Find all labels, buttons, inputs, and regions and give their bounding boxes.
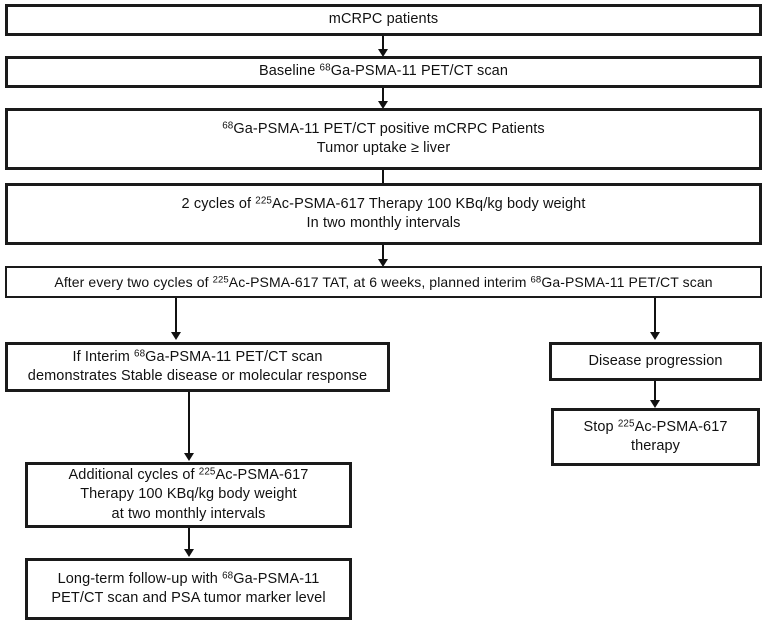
followup-prefix: Long-term follow-up with bbox=[57, 570, 223, 587]
arrowhead-icon bbox=[378, 259, 388, 267]
baseline-suffix: Ga-PSMA-11 PET/CT scan bbox=[330, 63, 509, 80]
node-petct-positive-label: 68Ga-PSMA-11 PET/CT positive mCRPC Patie… bbox=[216, 120, 551, 158]
edge-line bbox=[188, 528, 190, 549]
arrowhead-icon bbox=[184, 453, 194, 461]
petct-positive-line2: Tumor uptake ≥ liver bbox=[316, 140, 451, 156]
node-stop-therapy: Stop 225Ac-PSMA-617 therapy bbox=[551, 408, 760, 466]
followup-line2: PET/CT scan and PSA tumor marker level bbox=[51, 590, 326, 606]
two-cycles-prefix: 2 cycles of bbox=[181, 195, 256, 212]
interim-mid: Ac-PSMA-617 TAT, at 6 weeks, planned int… bbox=[228, 273, 531, 290]
stable-line2: demonstrates Stable disease or molecular… bbox=[27, 368, 368, 384]
node-petct-positive: 68Ga-PSMA-11 PET/CT positive mCRPC Patie… bbox=[5, 108, 762, 170]
stop-line1: Ac-PSMA-617 bbox=[634, 418, 728, 435]
edge-line bbox=[382, 170, 384, 183]
isotope-superscript-68: 68 bbox=[134, 348, 146, 360]
arrowhead-icon bbox=[650, 332, 660, 340]
node-mcrpc-patients-label: mCRPC patients bbox=[328, 11, 439, 28]
isotope-superscript-68: 68 bbox=[319, 62, 331, 74]
edge-line bbox=[654, 298, 656, 332]
interim-prefix: After every two cycles of bbox=[54, 273, 213, 290]
node-stable-or-response: If Interim 68Ga-PSMA-11 PET/CT scan demon… bbox=[5, 342, 390, 392]
edge-line bbox=[382, 245, 384, 259]
node-two-cycles-therapy-label: 2 cycles of 225Ac-PSMA-617 Therapy 100 K… bbox=[176, 195, 592, 233]
isotope-superscript-225: 225 bbox=[255, 195, 273, 207]
two-cycles-line1: Ac-PSMA-617 Therapy 100 KBq/kg body weig… bbox=[272, 195, 586, 212]
arrowhead-icon bbox=[650, 400, 660, 408]
baseline-prefix: Baseline bbox=[258, 63, 320, 80]
node-interim-scan-plan: After every two cycles of 225Ac-PSMA-617… bbox=[5, 266, 762, 298]
edge-line bbox=[188, 392, 190, 453]
petct-positive-line1: Ga-PSMA-11 PET/CT positive mCRPC Patient… bbox=[233, 120, 545, 137]
arrowhead-icon bbox=[378, 49, 388, 57]
node-disease-progression-label: Disease progression bbox=[588, 352, 723, 369]
additional-line1: Ac-PSMA-617 bbox=[215, 467, 309, 484]
arrowhead-icon bbox=[171, 332, 181, 340]
node-baseline-petct-label: Baseline 68Ga-PSMA-11 PET/CT scan bbox=[253, 62, 514, 81]
edge-line bbox=[654, 381, 656, 400]
interim-suffix: Ga-PSMA-11 PET/CT scan bbox=[541, 273, 713, 290]
node-stop-therapy-label: Stop 225Ac-PSMA-617 therapy bbox=[577, 418, 733, 456]
node-disease-progression: Disease progression bbox=[549, 342, 762, 381]
node-stable-or-response-label: If Interim 68Ga-PSMA-11 PET/CT scan demon… bbox=[22, 348, 373, 386]
stop-prefix: Stop bbox=[583, 418, 618, 435]
isotope-superscript-68: 68 bbox=[222, 570, 234, 582]
arrowhead-icon bbox=[184, 549, 194, 557]
stable-line1: Ga-PSMA-11 PET/CT scan bbox=[145, 348, 323, 365]
node-baseline-petct: Baseline 68Ga-PSMA-11 PET/CT scan bbox=[5, 56, 762, 88]
edge-line bbox=[382, 36, 384, 49]
node-mcrpc-patients: mCRPC patients bbox=[5, 4, 762, 36]
isotope-superscript-225: 225 bbox=[617, 418, 635, 430]
isotope-superscript-68: 68 bbox=[530, 274, 542, 286]
followup-line1: Ga-PSMA-11 bbox=[233, 570, 320, 587]
arrowhead-icon bbox=[378, 101, 388, 109]
two-cycles-line2: In two monthly intervals bbox=[306, 215, 461, 231]
edge-line bbox=[175, 298, 177, 332]
additional-line2: Therapy 100 KBq/kg body weight bbox=[80, 486, 297, 503]
node-two-cycles-therapy: 2 cycles of 225Ac-PSMA-617 Therapy 100 K… bbox=[5, 183, 762, 245]
edge-line bbox=[382, 88, 384, 101]
isotope-superscript-225: 225 bbox=[212, 274, 229, 286]
isotope-superscript-68: 68 bbox=[222, 120, 234, 132]
stop-line2: therapy bbox=[630, 438, 681, 454]
stable-prefix: If Interim bbox=[72, 348, 135, 365]
additional-line3: at two monthly intervals bbox=[111, 505, 266, 522]
additional-prefix: Additional cycles of bbox=[68, 467, 199, 484]
isotope-superscript-225: 225 bbox=[198, 466, 216, 478]
node-interim-scan-plan-label: After every two cycles of 225Ac-PSMA-617… bbox=[48, 273, 718, 291]
